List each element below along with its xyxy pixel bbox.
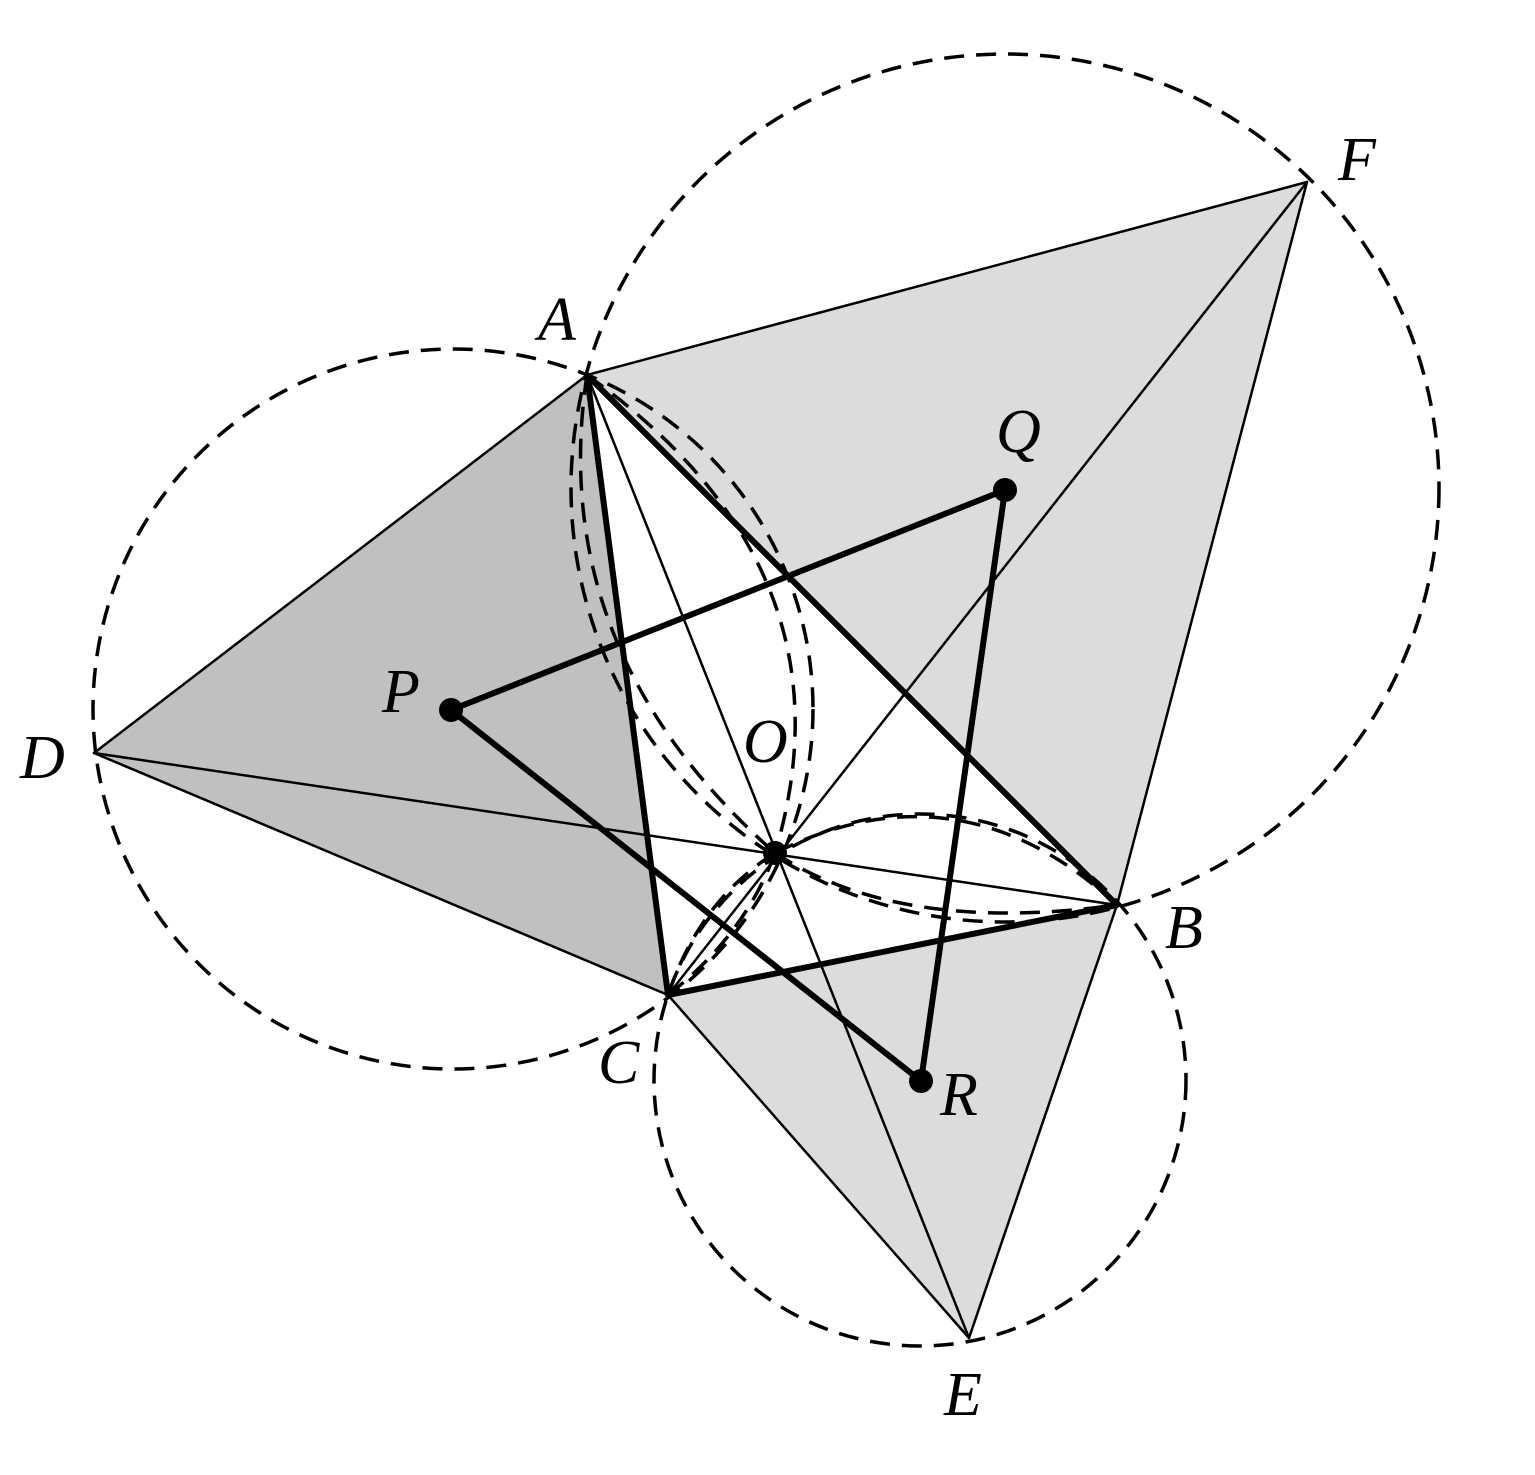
label-A: A — [534, 286, 577, 354]
segment-A-D — [92, 373, 589, 755]
label-F: F — [1337, 126, 1377, 194]
label-B: B — [1165, 894, 1203, 962]
arc-O-B-lower — [774, 851, 1118, 915]
arc-A-O-left — [578, 374, 777, 855]
point-P — [439, 698, 463, 722]
arc-A-O-right — [585, 373, 797, 854]
triangle-PQR — [448, 487, 1008, 1084]
segment-B-E — [967, 903, 1119, 1340]
circle-ABF — [569, 52, 1441, 924]
point-Q — [993, 478, 1017, 502]
triangle-ACD-shaded — [94, 375, 668, 995]
label-E: E — [943, 1361, 982, 1429]
segment-C-E — [666, 993, 971, 1340]
circle-BCE — [652, 812, 1188, 1348]
label-Q: Q — [996, 398, 1041, 466]
point-R — [909, 1069, 933, 1093]
segment-D-C — [92, 751, 670, 997]
label-D: D — [19, 724, 65, 792]
triangle-ABC — [584, 372, 1120, 998]
point-O — [763, 841, 787, 865]
arc-C-O-left — [666, 851, 776, 996]
label-C: C — [598, 1029, 640, 1097]
triangle-ABF-shaded — [587, 182, 1307, 905]
segment-F-B — [1115, 180, 1309, 907]
label-R: R — [939, 1061, 978, 1129]
segment-A-F — [585, 180, 1309, 377]
circle-ACD — [91, 347, 815, 1071]
label-O: O — [743, 708, 788, 776]
label-P: P — [381, 658, 420, 726]
